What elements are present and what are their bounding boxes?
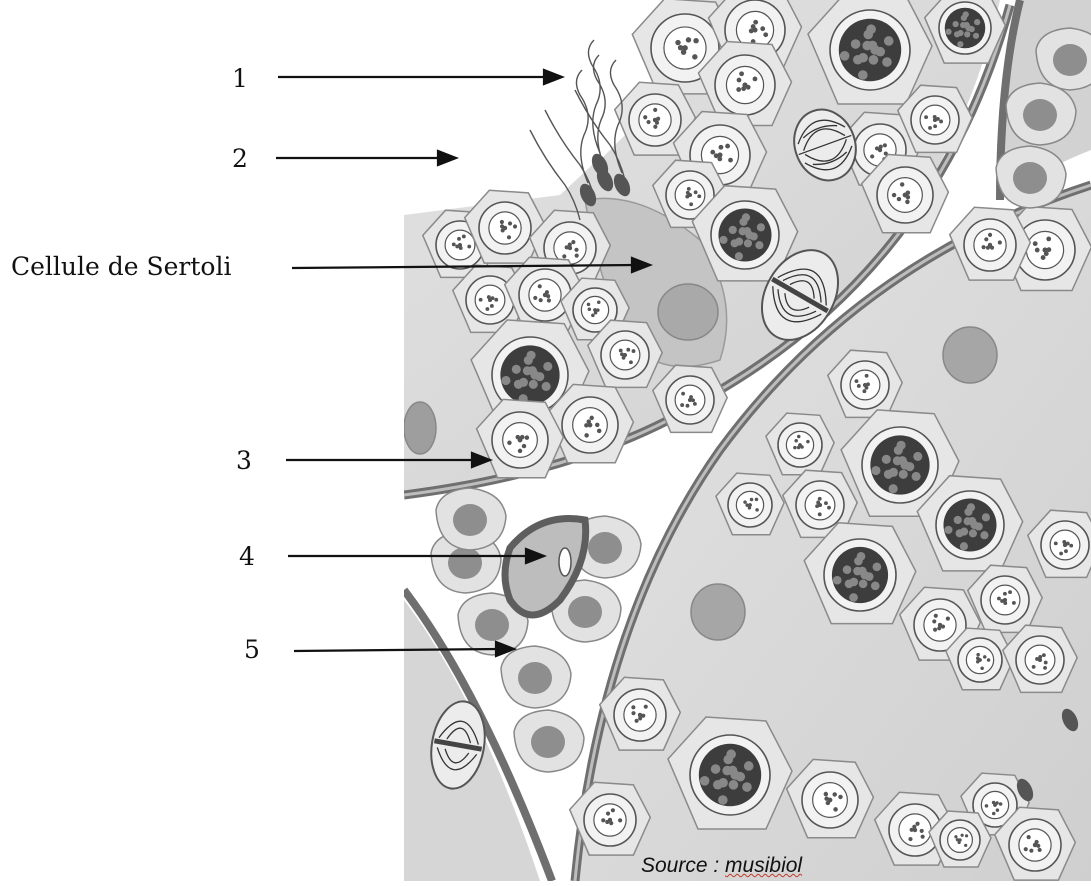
interstitial-cell bbox=[514, 710, 584, 772]
label-2: 2 bbox=[232, 146, 248, 171]
interstitial-cell bbox=[436, 488, 506, 550]
interstitial-cell bbox=[996, 146, 1066, 208]
source-caption: Source : musibiol bbox=[641, 855, 802, 876]
label-sertoli-cell: Cellule de Sertoli bbox=[11, 254, 231, 279]
label-1: 1 bbox=[232, 66, 248, 91]
label-4: 4 bbox=[239, 544, 255, 569]
source-prefix: Source : bbox=[641, 854, 725, 877]
sertoli-nucleus bbox=[658, 284, 718, 340]
arrow-5 bbox=[294, 649, 500, 651]
label-3: 3 bbox=[236, 448, 252, 473]
source-name: musibiol bbox=[725, 854, 802, 877]
label-5: 5 bbox=[244, 637, 260, 662]
interstitial-cell bbox=[1006, 83, 1076, 145]
interstitial-cell bbox=[501, 646, 571, 708]
